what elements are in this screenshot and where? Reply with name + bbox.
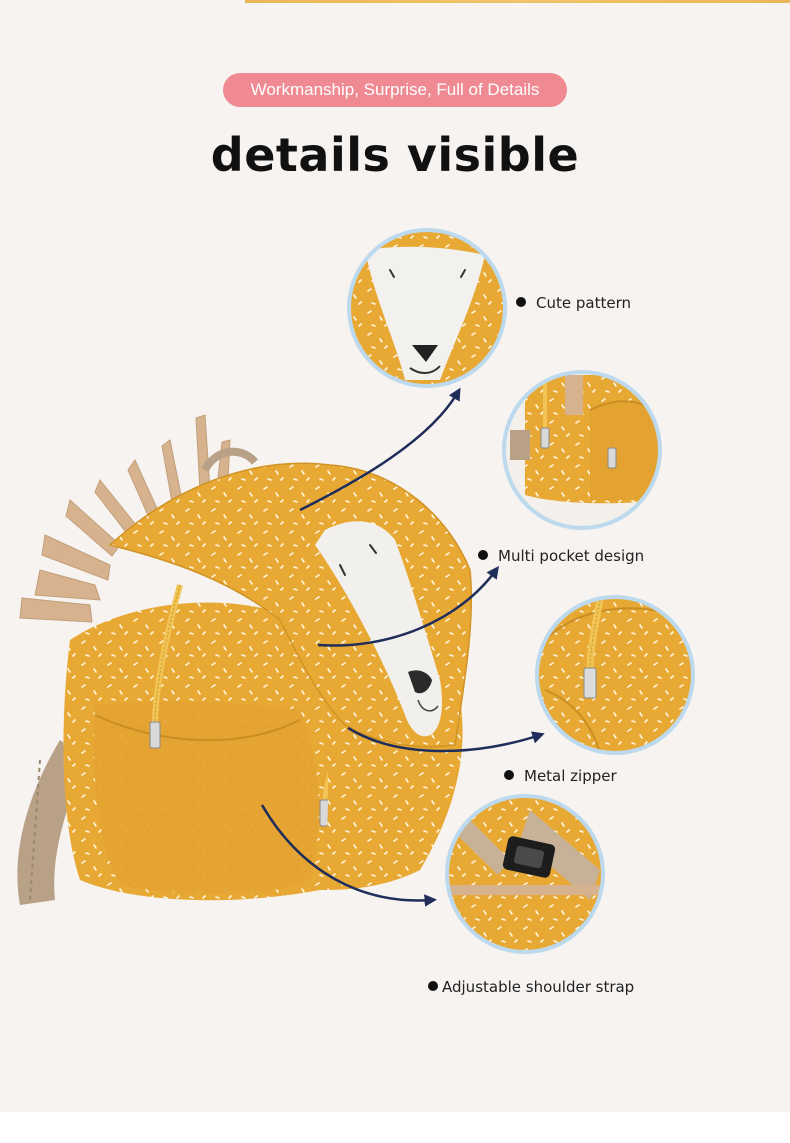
arrow-multi-pocket: [317, 565, 499, 647]
bullet-dot: [478, 550, 488, 560]
callout-label-metal-zipper: Metal zipper: [504, 767, 617, 785]
arrow-shoulder-strap: [260, 804, 437, 907]
lion-nose: [408, 670, 432, 694]
detail-circle-shoulder-strap: [445, 794, 605, 954]
callout-text: Metal zipper: [524, 767, 617, 785]
callout-label-multi-pocket: Multi pocket design: [478, 547, 644, 565]
callout-text: Adjustable shoulder strap: [442, 978, 635, 996]
detail-circle-cute-pattern: [347, 228, 507, 388]
arrow-metal-zipper: [347, 726, 545, 753]
backpack-illustration: [17, 414, 473, 905]
zipper-pull: [149, 721, 161, 749]
top-accent-strip: [245, 0, 790, 3]
arrow-cute-pattern: [299, 387, 461, 512]
callout-arrows: [260, 387, 545, 907]
callout-label-shoulder-strap: Adjustable shoulder strap: [428, 978, 634, 996]
bullet-dot: [516, 297, 526, 307]
product-illustration: [17, 228, 695, 954]
callout-label-cute-pattern: Cute pattern: [516, 294, 631, 312]
callout-text: Cute pattern: [536, 294, 631, 312]
lion-face-stripe: [315, 521, 442, 737]
detail-circle-multi-pocket: [502, 370, 662, 530]
page-title: details visible: [210, 128, 580, 182]
detail-circle-metal-zipper: [535, 595, 695, 755]
bullet-dot: [504, 770, 514, 780]
tagline-badge: Workmanship, Surprise, Full of Details: [223, 73, 567, 107]
callout-text: Multi pocket design: [498, 547, 645, 565]
fringe-mane: [19, 414, 231, 623]
product-detail-page: Workmanship, Surprise, Full of Details d…: [0, 0, 790, 1112]
bullet-dot: [428, 981, 438, 991]
